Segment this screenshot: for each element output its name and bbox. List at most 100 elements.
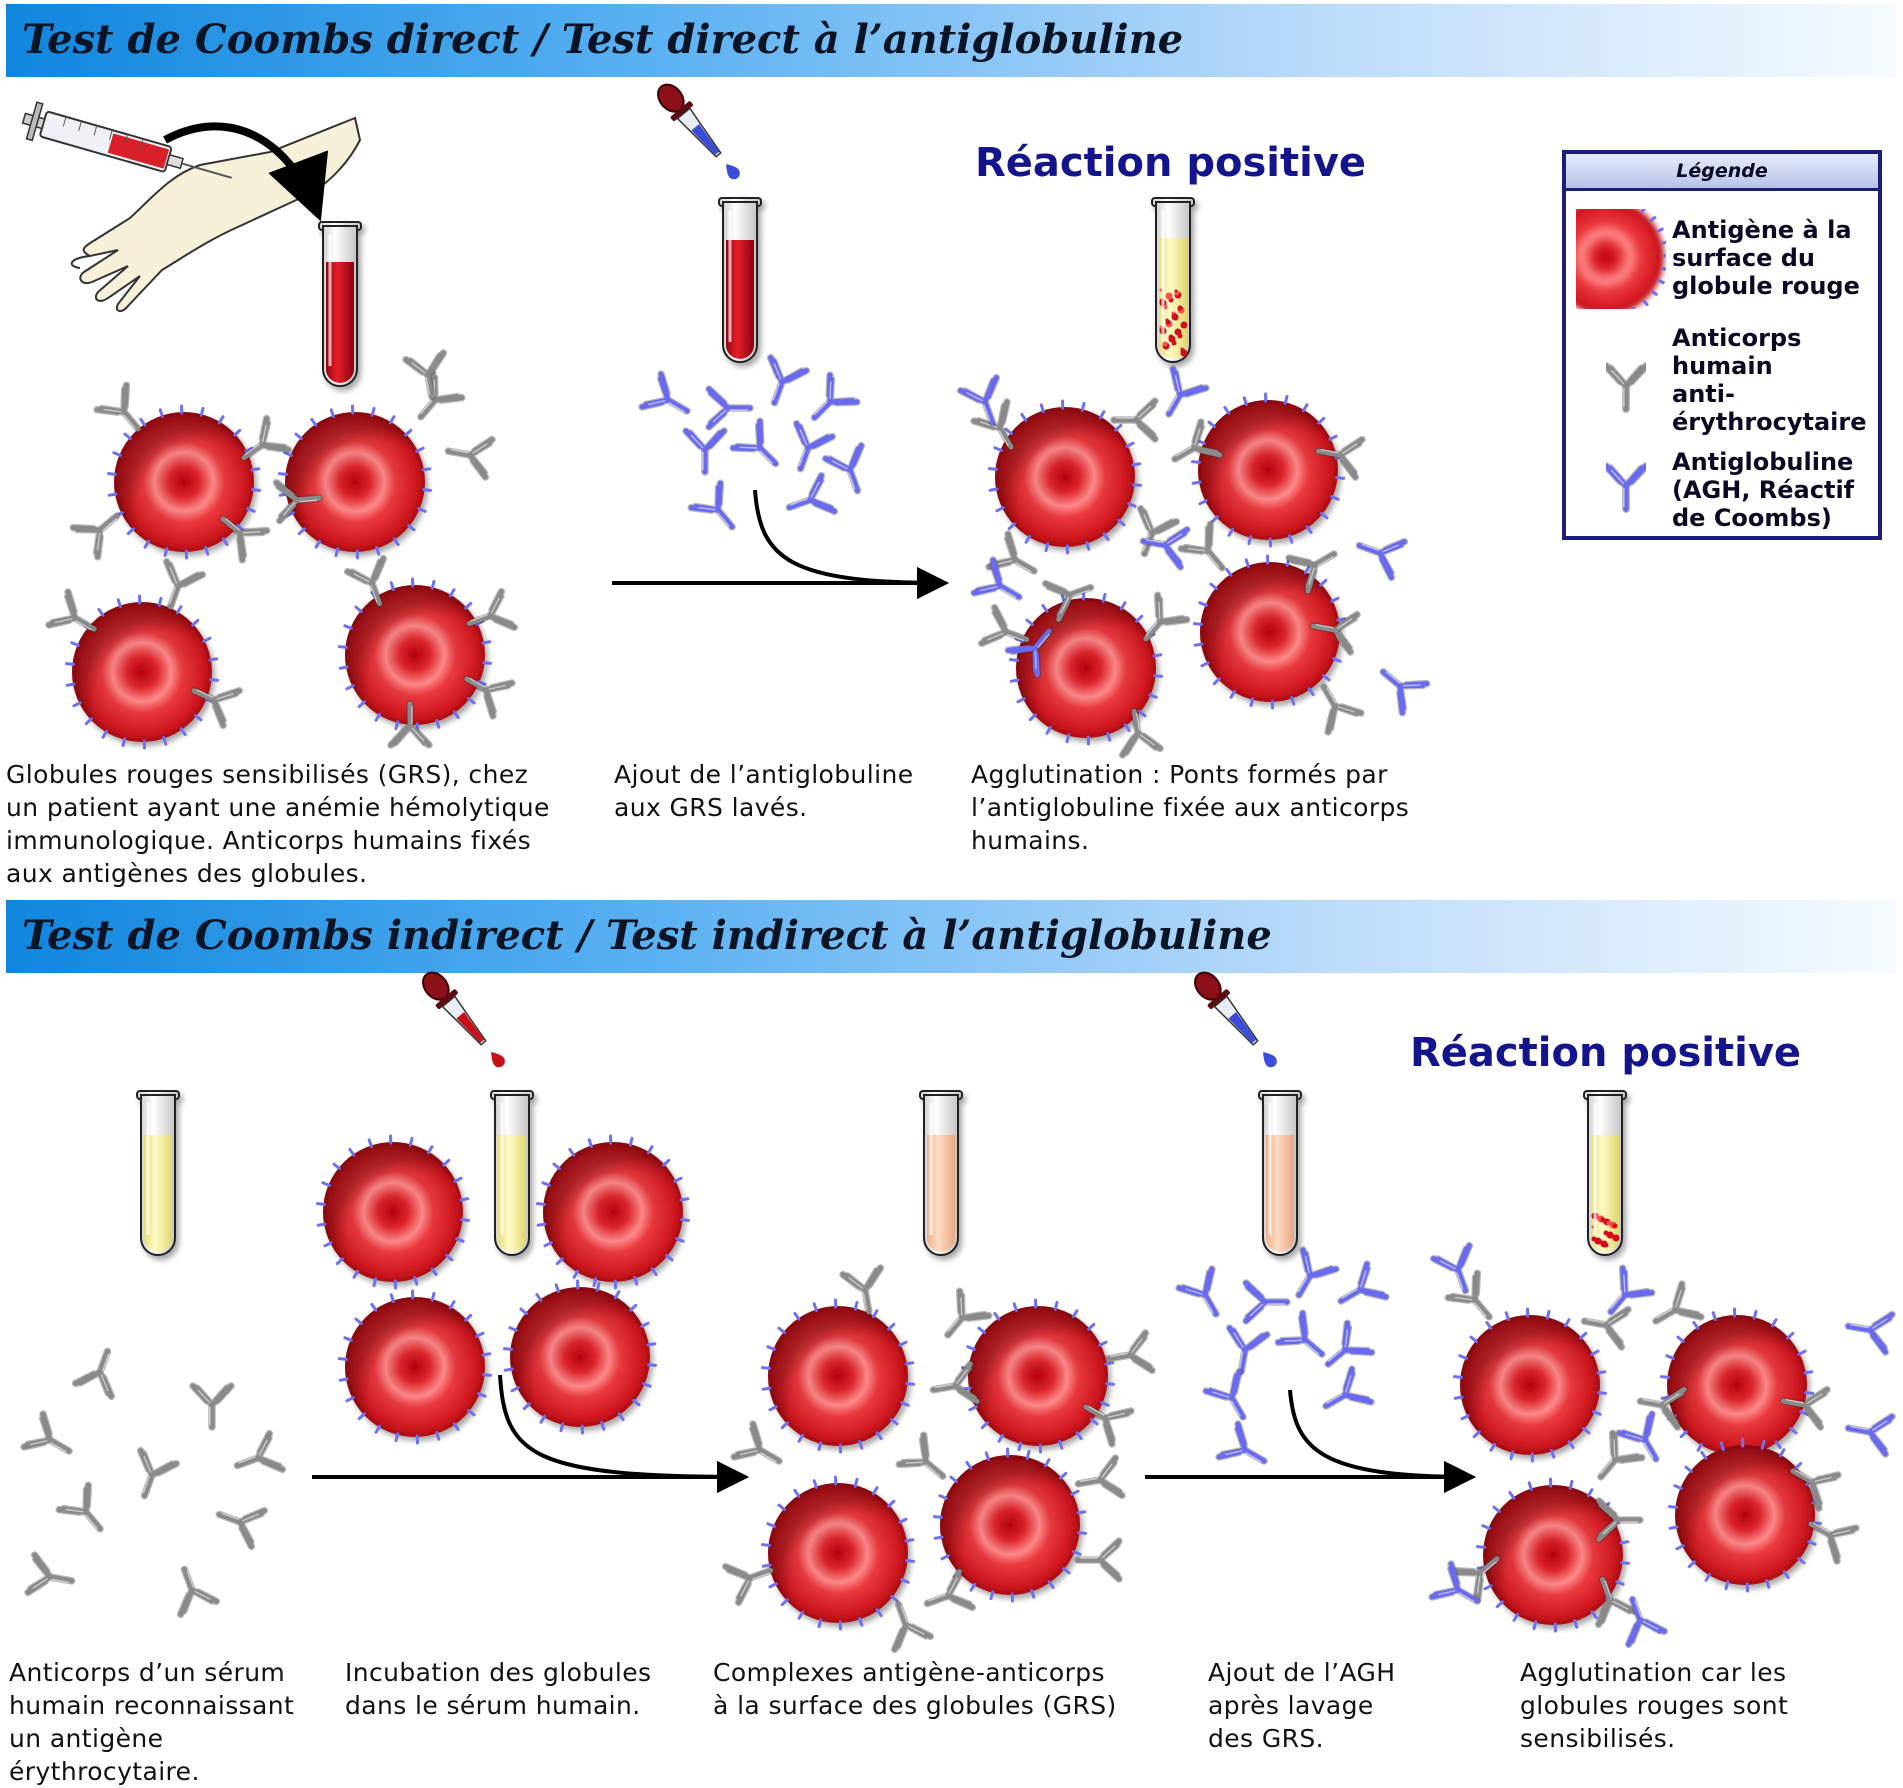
antigen-marker	[779, 1505, 784, 1509]
human-antibody-molecule	[167, 1563, 217, 1615]
human-antibody-molecule	[193, 1386, 231, 1427]
antigen-marker	[219, 417, 223, 423]
antigen-marker	[454, 1424, 458, 1430]
antigen-marker	[253, 490, 260, 491]
antigen-marker	[484, 663, 491, 664]
antigen-marker	[394, 539, 398, 545]
antigen-marker	[372, 1304, 376, 1310]
antigen-marker	[967, 1462, 971, 1468]
antigen-marker	[1675, 1486, 1681, 1489]
antiglobulin-molecule	[1222, 1328, 1267, 1375]
antigen-marker	[391, 583, 393, 590]
antigen-marker	[681, 1199, 688, 1200]
antigen-marker	[1119, 520, 1124, 524]
antigen-marker	[1079, 1533, 1086, 1534]
human-antibody-molecule	[1308, 677, 1361, 732]
antigen-marker	[1514, 1614, 1518, 1620]
antigen-marker	[860, 1442, 862, 1449]
antigen-marker	[1702, 1452, 1706, 1458]
antigen-marker	[318, 1224, 325, 1225]
antigen-marker	[1129, 504, 1135, 507]
antigen-marker	[1061, 1473, 1066, 1478]
indirect-caption-complexes: Complexes antigène-anticorps à la surfac…	[713, 1656, 1117, 1722]
antigen-marker	[1322, 513, 1327, 517]
antigen-marker	[554, 1164, 559, 1168]
antigen-marker	[1694, 1322, 1698, 1328]
antigen-marker	[417, 448, 423, 451]
antigen-marker	[1511, 1452, 1513, 1459]
antigen-marker	[432, 581, 434, 588]
antigen-marker	[1805, 1372, 1812, 1373]
blood-sample-tube	[319, 222, 361, 386]
antigen-marker	[1330, 436, 1336, 439]
antigen-marker	[667, 1255, 672, 1259]
antigen-marker	[1103, 594, 1105, 601]
human-antibody-molecule	[59, 1485, 114, 1541]
antigen-marker	[892, 1596, 897, 1600]
antigen-marker	[971, 1584, 975, 1590]
antigen-marker	[1011, 680, 1018, 681]
human-antibody-molecule	[127, 1451, 177, 1503]
antigen-marker	[484, 1375, 491, 1376]
antigen-marker	[907, 1384, 914, 1385]
antigen-marker	[763, 1388, 770, 1389]
antigen-marker	[1321, 580, 1326, 585]
antigen-marker	[316, 541, 320, 547]
antigen-marker	[1309, 689, 1313, 695]
antigen-marker	[114, 453, 120, 456]
antigen-marker	[1225, 407, 1229, 413]
antigen-marker	[1332, 598, 1338, 601]
antigen-marker	[1565, 1320, 1569, 1326]
antiglobulin-molecule	[709, 389, 750, 427]
antigen-marker	[630, 1138, 632, 1145]
antigen-marker	[1102, 1403, 1108, 1406]
antigen-marker	[795, 1490, 799, 1496]
antigen-marker	[782, 1423, 787, 1428]
antigen-marker	[409, 525, 414, 529]
antigen-marker	[376, 1426, 380, 1432]
antigen-marker	[477, 1333, 483, 1336]
antigen-marker	[450, 590, 454, 596]
antigen-marker	[574, 1271, 578, 1277]
antigen-marker	[396, 1434, 398, 1441]
antigen-marker	[406, 430, 411, 435]
antigen-marker	[1780, 1450, 1784, 1456]
antigen-marker	[210, 659, 217, 660]
antigen-marker	[1087, 543, 1089, 550]
antiglobulin-molecule	[1371, 657, 1427, 712]
antigen-marker	[1796, 1463, 1801, 1468]
antigen-marker	[819, 1443, 821, 1450]
indirect-reaction-positive-label: Réaction positive	[1410, 1030, 1801, 1076]
antigen-marker	[206, 548, 208, 555]
antigen-marker	[1477, 1547, 1484, 1548]
antiglobulin-molecule	[642, 374, 697, 427]
antigen-marker	[1134, 485, 1141, 486]
antigen-marker	[1047, 727, 1051, 733]
antigen-marker	[1089, 1324, 1094, 1329]
antigen-marker	[1043, 605, 1047, 611]
antiglobulin-molecule	[783, 476, 835, 526]
antigen-marker	[619, 1414, 623, 1420]
antigen-marker	[999, 1435, 1003, 1441]
antigen-marker	[556, 1285, 558, 1292]
antigen-marker	[1534, 1622, 1536, 1629]
antigen-marker	[561, 1424, 563, 1431]
antigen-marker	[339, 647, 346, 648]
antigen-marker	[299, 529, 304, 534]
human-antibody-icon	[1606, 354, 1646, 414]
antigen-marker	[1227, 569, 1231, 575]
antigen-marker	[906, 1540, 913, 1541]
washed-cells-tube	[719, 198, 761, 362]
antigen-marker	[1055, 1302, 1057, 1309]
antigen-marker	[1027, 620, 1032, 624]
antiglobulin-molecule	[1179, 1269, 1232, 1324]
antigen-marker	[543, 1183, 549, 1186]
sensitized-red-cell	[66, 596, 217, 748]
antigen-marker	[461, 1199, 468, 1200]
antigen-marker	[900, 1519, 906, 1522]
antigen-marker	[437, 1433, 439, 1440]
antiglobulin-molecule	[974, 560, 1029, 613]
antigen-marker	[1678, 1337, 1683, 1341]
antigen-marker	[1072, 1491, 1078, 1494]
antigen-marker	[524, 1404, 529, 1409]
